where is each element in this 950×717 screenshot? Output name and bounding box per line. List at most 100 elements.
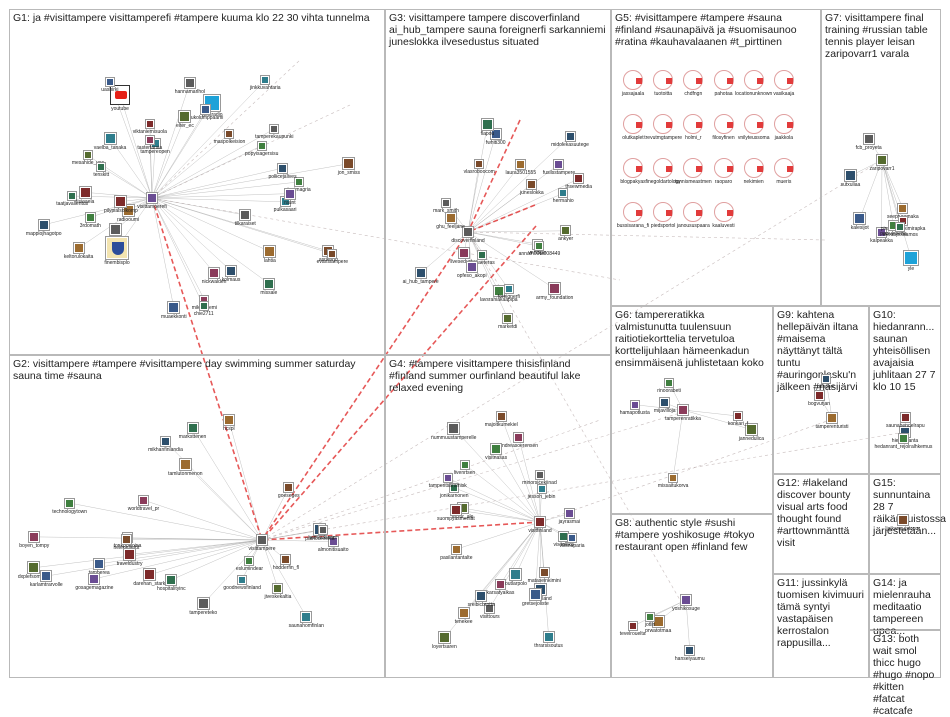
node-yoshikosuge[interactable] — [681, 595, 691, 605]
node-lahtia[interactable] — [264, 246, 275, 257]
node-sutxuliaa[interactable] — [845, 170, 856, 181]
node-midolekasuutege[interactable] — [566, 132, 575, 141]
node-hcspl[interactable] — [224, 415, 234, 425]
node-tamperenturisti[interactable] — [827, 413, 837, 423]
node-missaitukorva[interactable] — [669, 474, 677, 482]
node-konkari-f[interactable] — [734, 412, 742, 420]
node-visitolkko[interactable] — [559, 532, 568, 541]
node-mapplojhagotpo[interactable] — [39, 220, 49, 230]
node-vaelba-tanaka[interactable] — [105, 133, 116, 144]
node-taatjavallentus[interactable] — [68, 192, 76, 200]
node-muaekkonti[interactable] — [168, 302, 179, 313]
node-minorsicekiinad[interactable] — [536, 471, 544, 479]
node-boyen-tompy[interactable] — [29, 532, 39, 542]
node-saunahendelrapu[interactable] — [901, 413, 910, 422]
node-tevelrouelta[interactable] — [629, 622, 637, 630]
node-raunt[interactable] — [285, 189, 295, 199]
node-blogpakyas[interactable] — [623, 158, 643, 178]
node-jayrasmai[interactable] — [565, 509, 574, 518]
node-hamauklaani[interactable] — [319, 526, 327, 534]
node-ghu-feeljane[interactable] — [446, 213, 456, 223]
node-jaonaeteras[interactable] — [478, 251, 486, 259]
node-flapou[interactable] — [482, 119, 493, 130]
node-ilvesedustus[interactable] — [459, 248, 469, 258]
node-army-foundation[interactable] — [549, 283, 560, 294]
node-karlamtrarvolle[interactable] — [41, 571, 51, 581]
node-jinkkuvahtaria[interactable] — [261, 76, 269, 84]
node-opfeso-akopi[interactable] — [467, 262, 477, 272]
node-visitfinland[interactable] — [535, 517, 545, 527]
node-filosyfinen[interactable] — [714, 114, 734, 134]
node-tamberea[interactable] — [94, 559, 104, 569]
node-olutkaplet[interactable] — [623, 114, 643, 134]
node-hedanrant-rejolralhkemus[interactable] — [899, 434, 908, 443]
node-hamapotlusta[interactable] — [631, 401, 639, 409]
node-mijavilloja[interactable] — [660, 398, 669, 407]
node-eslumindear[interactable] — [245, 557, 253, 565]
node-nekimien[interactable] — [744, 158, 764, 178]
node-loyertsaren[interactable] — [439, 632, 450, 643]
node-tenekee[interactable] — [459, 608, 469, 618]
node-helenefiefdt[interactable] — [122, 535, 131, 544]
node-mataseinkimini[interactable] — [540, 568, 549, 577]
node-iisiaaela[interactable] — [80, 187, 91, 198]
node-popyisagersisu[interactable] — [258, 142, 266, 150]
node-laura3501555[interactable] — [516, 160, 525, 169]
node-3rdomath[interactable] — [86, 213, 95, 222]
node-dxplefsomelio[interactable] — [28, 562, 39, 573]
node-jassajaala[interactable] — [623, 70, 643, 90]
node-fusilsstampere[interactable] — [554, 160, 563, 169]
node-thsewmedia[interactable] — [574, 174, 583, 183]
node-nickwalden[interactable] — [209, 268, 219, 278]
node-fcb-proyeta[interactable] — [864, 134, 874, 144]
node-technologytown[interactable] — [65, 499, 74, 508]
node-vlerabpolaamos[interactable] — [896, 223, 904, 231]
node-viktaniemisuola[interactable] — [146, 120, 154, 128]
node-nummuustamperelle[interactable] — [448, 423, 459, 434]
node-mark-smith[interactable] — [442, 199, 450, 207]
node-seepturamaka[interactable] — [898, 204, 907, 213]
node-outlarpolo[interactable] — [510, 569, 521, 580]
node-zaripovarr1[interactable] — [877, 155, 887, 165]
node-bogvurjan[interactable] — [815, 391, 824, 400]
node-rinoorabeti[interactable] — [665, 379, 673, 387]
node-thrarsisoutus[interactable] — [544, 632, 554, 642]
node-jotlin[interactable] — [646, 613, 654, 621]
node-hermahio[interactable] — [559, 189, 567, 197]
node-mikhanfinlandia[interactable] — [161, 437, 170, 446]
node-pilypialsolkomp[interactable] — [115, 196, 126, 207]
node-vnilyteussoma[interactable] — [744, 114, 764, 134]
node-livenrtsen[interactable] — [461, 461, 469, 469]
node-goeseges[interactable] — [284, 483, 293, 492]
node-sreibicbrotta[interactable] — [476, 591, 486, 601]
node-hanseiyaumu[interactable] — [685, 646, 694, 655]
node-uashirki[interactable] — [106, 78, 114, 86]
node-evansiampere[interactable] — [328, 250, 336, 258]
node-darehan-stark[interactable] — [144, 569, 155, 580]
node-mueris[interactable] — [774, 158, 794, 178]
node-sukolumppaami[interactable] — [201, 105, 210, 114]
node-gosagemagazine[interactable] — [89, 574, 99, 584]
node-tasterfarsia[interactable] — [146, 136, 154, 144]
node-majoitkumekiel[interactable] — [497, 412, 506, 421]
node-vilisnaparia[interactable] — [568, 534, 576, 542]
node-visittampere[interactable] — [257, 535, 267, 545]
node-ankyer[interactable] — [561, 226, 570, 235]
node-jiveskekaltia[interactable] — [273, 584, 282, 593]
node-raoparo[interactable] — [714, 158, 734, 178]
node-tamperekaupunki[interactable] — [270, 125, 278, 133]
node-yle[interactable] — [904, 251, 918, 265]
node-elter-ec[interactable] — [179, 111, 190, 122]
node-finembisplo[interactable] — [106, 237, 128, 259]
node-karsatyaikas[interactable] — [496, 580, 505, 589]
node-gretsejoliste[interactable] — [530, 589, 541, 600]
node-traveldustry[interactable] — [124, 549, 135, 560]
node-visitnasas[interactable] — [491, 444, 501, 454]
node-tilkaraiset[interactable] — [240, 210, 250, 220]
node-foreignerfi[interactable] — [505, 285, 513, 293]
node-marketdi[interactable] — [503, 314, 512, 323]
node-hospitalityinc[interactable] — [166, 575, 176, 585]
node-pasilantantalte[interactable] — [452, 545, 461, 554]
node-vasikaaja[interactable] — [774, 70, 794, 90]
node-annafn00ta008449[interactable] — [535, 242, 543, 250]
